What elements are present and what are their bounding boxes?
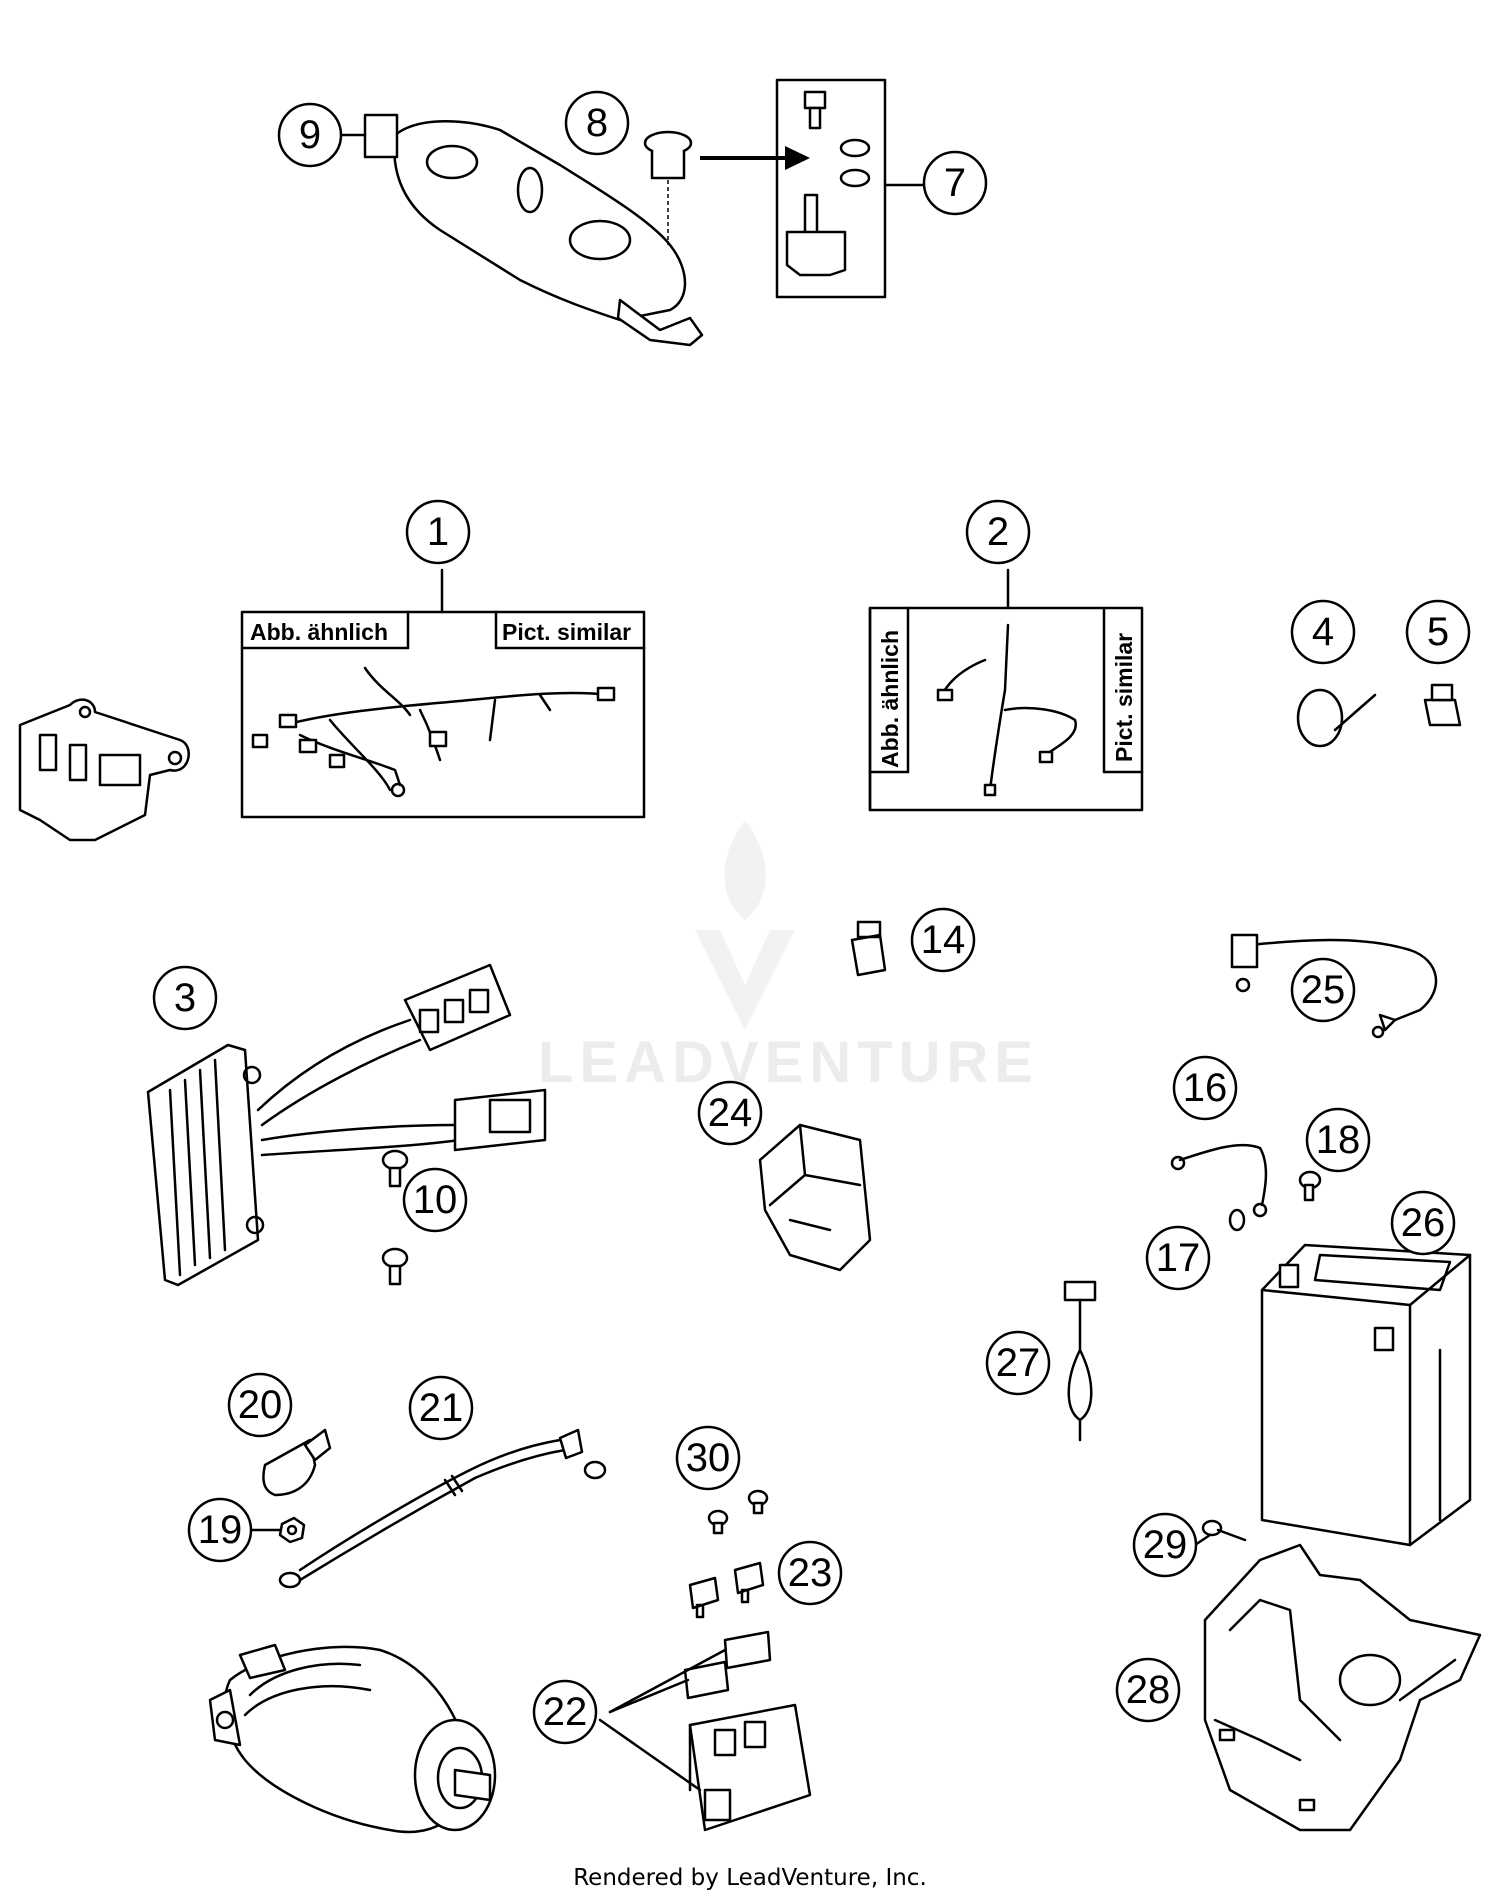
svg-text:21: 21 <box>419 1386 464 1430</box>
callout-26: 26 <box>1390 1190 1456 1256</box>
callout-2: 2 <box>965 499 1031 565</box>
callout-8: 8 <box>564 90 630 156</box>
svg-text:27: 27 <box>996 1341 1041 1385</box>
svg-text:20: 20 <box>238 1383 283 1427</box>
callout-19: 19 <box>187 1497 282 1563</box>
screw-18 <box>1298 1170 1322 1202</box>
screw-29 <box>1201 1519 1247 1542</box>
battery-holder <box>1203 1543 1482 1832</box>
callout-5: 5 <box>1405 599 1471 665</box>
svg-text:3: 3 <box>174 976 196 1020</box>
callout-10: 10 <box>402 1167 468 1233</box>
voltage-regulator <box>146 963 547 1287</box>
nut-19 <box>278 1516 306 1544</box>
screw-10-upper <box>381 1149 409 1188</box>
steering-lock-detail <box>775 78 927 299</box>
svg-text:17: 17 <box>1156 1236 1201 1280</box>
callout-30: 30 <box>675 1425 741 1491</box>
cable-clip <box>1423 683 1462 727</box>
fuse-23b <box>733 1561 765 1604</box>
battery-strap <box>1063 1280 1097 1442</box>
leadventure-watermark: LEADVENTURE <box>538 820 1039 1095</box>
watermark-text: LEADVENTURE <box>538 1030 1039 1095</box>
callout-29: 29 <box>1132 1512 1212 1578</box>
relay-box <box>758 1123 872 1272</box>
callout-22: 22 <box>532 1679 598 1745</box>
svg-text:1: 1 <box>427 510 449 554</box>
box-label-de: Abb. ähnlich <box>250 619 388 645</box>
callout-17: 17 <box>1145 1225 1211 1291</box>
svg-text:7: 7 <box>944 161 966 205</box>
box-label-en-vertical: Pict. similar <box>1111 633 1137 762</box>
ground-cable-16 <box>1170 1143 1268 1218</box>
starter-cable <box>278 1428 607 1589</box>
arrow-to-detail <box>700 146 810 170</box>
callout-24: 24 <box>697 1080 763 1146</box>
svg-text:26: 26 <box>1401 1201 1446 1245</box>
callout-20: 20 <box>227 1372 293 1438</box>
callout-3: 3 <box>152 965 218 1031</box>
svg-text:4: 4 <box>1312 610 1334 654</box>
steering-bushing <box>643 130 693 245</box>
mounting-bracket <box>18 698 190 842</box>
footer-credit: Rendered by LeadVenture, Inc. <box>573 1865 927 1891</box>
svg-text:8: 8 <box>586 101 608 145</box>
starter-motor <box>208 1643 497 1834</box>
screw-10-lower <box>381 1247 409 1286</box>
connector-14 <box>850 920 887 977</box>
callout-18: 18 <box>1305 1107 1371 1173</box>
battery-cable-25 <box>1230 933 1438 1039</box>
svg-text:22: 22 <box>543 1690 588 1734</box>
washer-17 <box>1228 1208 1246 1232</box>
triple-clamp <box>363 113 704 347</box>
svg-text:28: 28 <box>1126 1668 1171 1712</box>
callout-7: 7 <box>922 150 988 216</box>
box-label-de-vertical: Abb. ähnlich <box>877 630 903 768</box>
svg-text:16: 16 <box>1183 1066 1228 1110</box>
callout-1: 1 <box>405 499 471 565</box>
svg-text:30: 30 <box>686 1436 731 1480</box>
svg-text:29: 29 <box>1143 1523 1188 1567</box>
callout-23: 23 <box>777 1540 843 1606</box>
box-label-en: Pict. similar <box>502 619 631 645</box>
terminal-boot <box>262 1428 332 1497</box>
callout-28: 28 <box>1115 1657 1181 1723</box>
svg-text:2: 2 <box>987 510 1009 554</box>
fuse-23a <box>688 1576 720 1619</box>
callout-27: 27 <box>985 1330 1051 1396</box>
battery <box>1260 1243 1472 1547</box>
svg-text:10: 10 <box>413 1178 458 1222</box>
fuse-box <box>598 1630 812 1832</box>
callout-14: 14 <box>910 907 976 973</box>
svg-text:19: 19 <box>198 1508 243 1552</box>
svg-text:23: 23 <box>788 1551 833 1595</box>
fuse-screw-30a <box>747 1489 769 1515</box>
svg-text:18: 18 <box>1316 1118 1361 1162</box>
svg-text:24: 24 <box>708 1091 753 1135</box>
fuse-screw-30b <box>707 1509 729 1535</box>
svg-text:9: 9 <box>299 113 321 157</box>
sub-wiring-harness: Abb. ähnlich Pict. similar <box>868 568 1144 812</box>
svg-text:25: 25 <box>1301 968 1346 1012</box>
cable-tie <box>1296 688 1377 748</box>
callout-25: 25 <box>1290 957 1356 1023</box>
svg-text:5: 5 <box>1427 610 1449 654</box>
main-wiring-harness: Abb. ähnlich Pict. similar <box>240 568 646 819</box>
svg-text:14: 14 <box>921 918 966 962</box>
callout-16: 16 <box>1172 1055 1238 1121</box>
callout-21: 21 <box>408 1375 474 1441</box>
callout-9: 9 <box>277 102 367 168</box>
callout-4: 4 <box>1290 599 1356 665</box>
